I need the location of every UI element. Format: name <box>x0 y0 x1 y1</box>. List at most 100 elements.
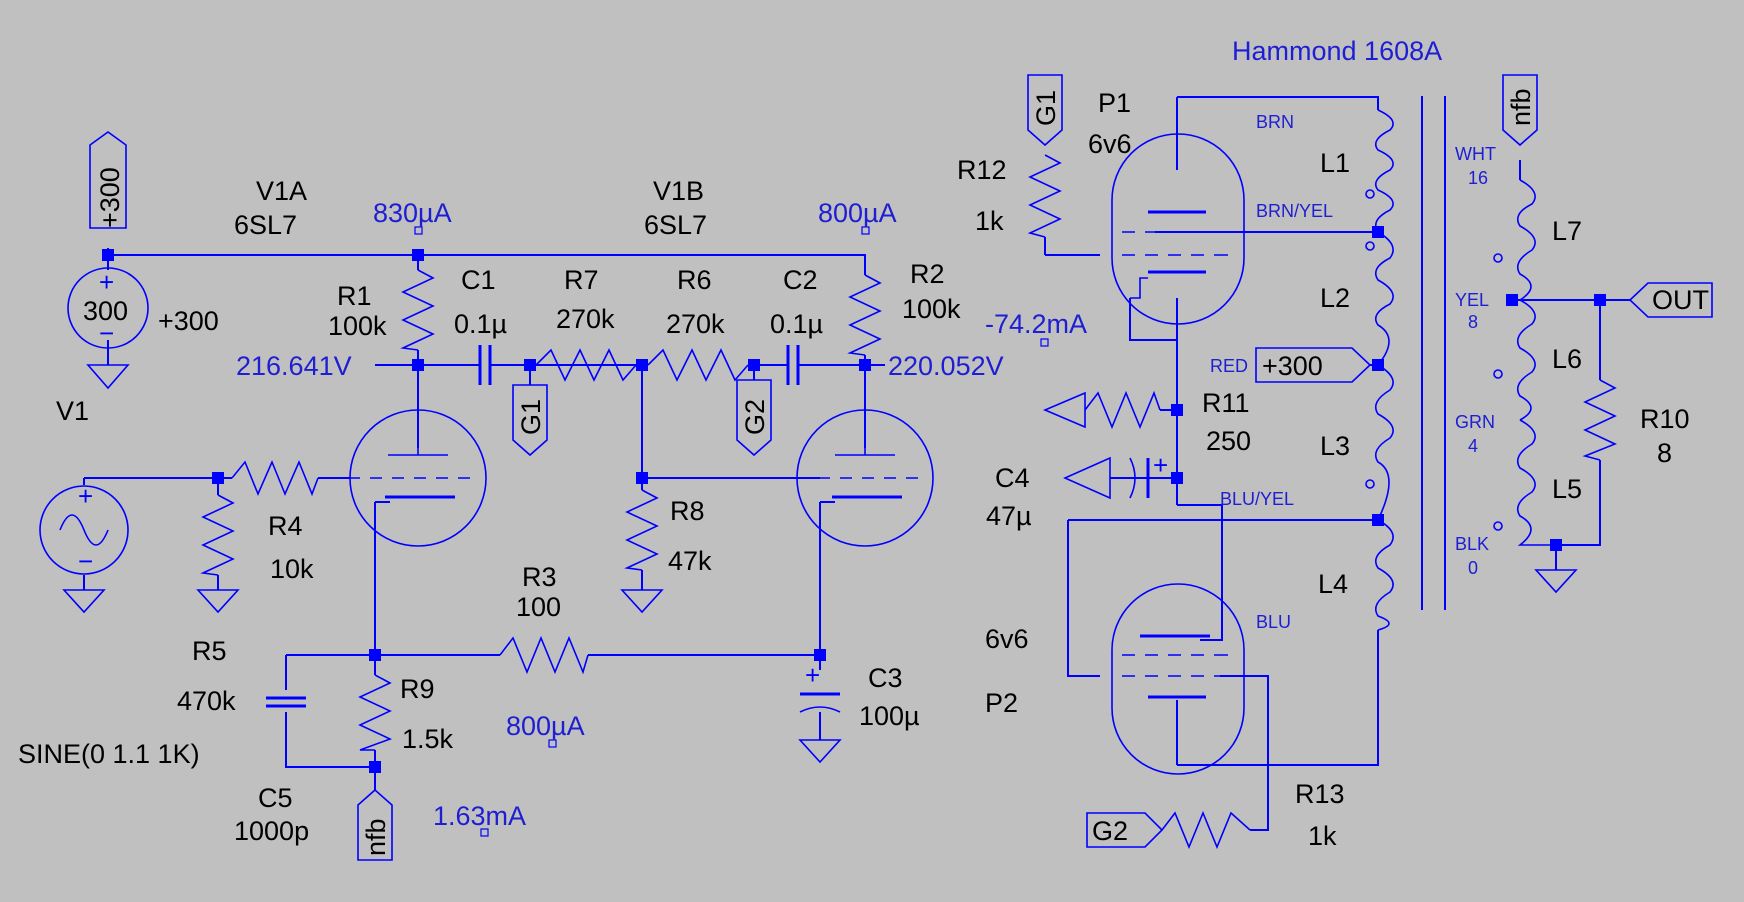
label-v1-name: V1 <box>56 396 89 426</box>
label-r12-name: R12 <box>957 155 1007 185</box>
resistor-r7 <box>535 348 637 382</box>
label-v1b-type: 6SL7 <box>644 210 707 240</box>
flag-g2-r6 <box>736 379 772 457</box>
tap-yel-num: 8 <box>1468 312 1478 332</box>
resistor-r13 <box>1161 810 1251 850</box>
label-c5-value: 1000p <box>234 816 309 846</box>
label-c2-value: 0.1µ <box>770 309 823 339</box>
tube-symbols <box>349 133 1245 775</box>
label-p1-name: P1 <box>1098 88 1131 118</box>
label-r3-value: 100 <box>516 592 561 622</box>
annotation-i-r11: -74.2mA <box>985 309 1087 339</box>
label-l6: L6 <box>1552 344 1582 374</box>
resistor-r12 <box>1027 154 1062 238</box>
label-c3-value: 100µ <box>859 701 920 731</box>
transformer <box>1365 96 1556 631</box>
label-c1-value: 0.1µ <box>454 309 507 339</box>
resistor-r9 <box>358 674 393 751</box>
inductor-l6 <box>1516 299 1536 421</box>
inductor-l2 <box>1374 231 1394 366</box>
label-r11-value: 250 <box>1206 426 1251 456</box>
tap-red: RED <box>1210 356 1248 376</box>
label-r5-value: 470k <box>177 686 236 716</box>
label-c4-value: 47µ <box>986 501 1032 531</box>
label-l3: L3 <box>1320 431 1350 461</box>
annotation-v-plate1: 216.641V <box>236 351 352 381</box>
svg-text:+: + <box>1153 450 1168 480</box>
label-r10-name: R10 <box>1640 404 1690 434</box>
label-r8-value: 47k <box>668 546 712 576</box>
label-r7-value: 270k <box>556 304 615 334</box>
sources: + − + − <box>39 267 149 576</box>
inductor-l7 <box>1516 179 1536 301</box>
tap-wht-num: 16 <box>1468 168 1488 188</box>
label-l1: L1 <box>1320 148 1350 178</box>
label-r4-value: 10k <box>270 554 314 584</box>
tap-wht: WHT <box>1455 144 1496 164</box>
label-l2: L2 <box>1320 283 1350 313</box>
dc-source-v1 <box>67 267 149 349</box>
annotation-i-r3: 800µA <box>506 711 585 741</box>
junctions <box>102 226 1606 837</box>
tap-brn: BRN <box>1256 112 1294 132</box>
annotations: Hammond 1608A 830µA 800µA -74.2mA 216.64… <box>236 36 1496 831</box>
label-v1-value: 300 <box>83 296 128 326</box>
label-l5: L5 <box>1552 474 1582 504</box>
svg-text:−: − <box>99 318 114 348</box>
svg-text:+: + <box>78 481 93 511</box>
tap-yel: YEL <box>1455 290 1489 310</box>
label-c5-name: C5 <box>258 783 293 813</box>
resistor-r10 <box>1582 379 1618 461</box>
flag-g2-r6-label: G2 <box>740 399 770 435</box>
label-v1a-name: V1A <box>256 176 307 206</box>
capacitor-c5 <box>266 696 306 708</box>
annotation-v-plate2: 220.052V <box>888 351 1004 381</box>
ground-symbols <box>62 364 1578 764</box>
ground-r11 <box>1042 391 1086 429</box>
tap-grn: GRN <box>1455 412 1495 432</box>
ground-c4 <box>1063 456 1111 500</box>
resistor-r8 <box>624 489 659 571</box>
flag-plus300-right <box>1255 347 1372 383</box>
flag-g1-c1-label: G1 <box>516 399 546 435</box>
flag-g1-c1 <box>512 384 548 457</box>
component-labels: V1A 6SL7 V1B 6SL7 300 +300 V1 R1 100k C1… <box>18 88 1690 851</box>
flag-plus300-left-label: +300 <box>95 167 125 228</box>
resistor-r6 <box>647 348 749 382</box>
label-r1-value: 100k <box>328 311 387 341</box>
label-sine-spec: SINE(0 1.1 1K) <box>18 739 200 769</box>
svg-text:−: − <box>78 546 93 576</box>
label-r2-value: 100k <box>902 294 961 324</box>
resistor-r4 <box>231 459 319 497</box>
label-l7: L7 <box>1552 216 1582 246</box>
label-r6-name: R6 <box>677 265 712 295</box>
label-v1a-type: 6SL7 <box>234 210 297 240</box>
label-r7-name: R7 <box>564 265 599 295</box>
label-r11-name: R11 <box>1202 388 1250 418</box>
label-r5-name: R5 <box>192 636 227 666</box>
tap-blk: BLK <box>1455 534 1489 554</box>
flag-out-label: OUT <box>1652 285 1709 315</box>
tap-blk-num: 0 <box>1468 558 1478 578</box>
capacitor-c2 <box>786 345 800 385</box>
label-r3-name: R3 <box>522 562 557 592</box>
label-l4: L4 <box>1318 569 1348 599</box>
flag-nfb-top <box>1502 74 1538 147</box>
tap-brn-yel: BRN/YEL <box>1256 201 1333 221</box>
label-v1b-name: V1B <box>653 176 704 206</box>
label-c4-name: C4 <box>995 463 1030 493</box>
svg-text:+: + <box>99 267 114 297</box>
ground-sine <box>62 589 106 614</box>
tube-v1a <box>349 409 487 547</box>
label-r9-value: 1.5k <box>402 724 454 754</box>
tap-grn-num: 4 <box>1468 436 1478 456</box>
label-r2-name: R2 <box>910 259 945 289</box>
label-v1-plus300: +300 <box>158 306 219 336</box>
inductor-l1 <box>1374 109 1394 233</box>
label-r10-value: 8 <box>1657 438 1672 468</box>
label-p1-type: 6v6 <box>1088 129 1132 159</box>
tube-p2 <box>1111 583 1245 775</box>
label-c3-name: C3 <box>868 663 903 693</box>
inductor-l4 <box>1374 519 1394 631</box>
resistor-r3 <box>499 635 589 675</box>
